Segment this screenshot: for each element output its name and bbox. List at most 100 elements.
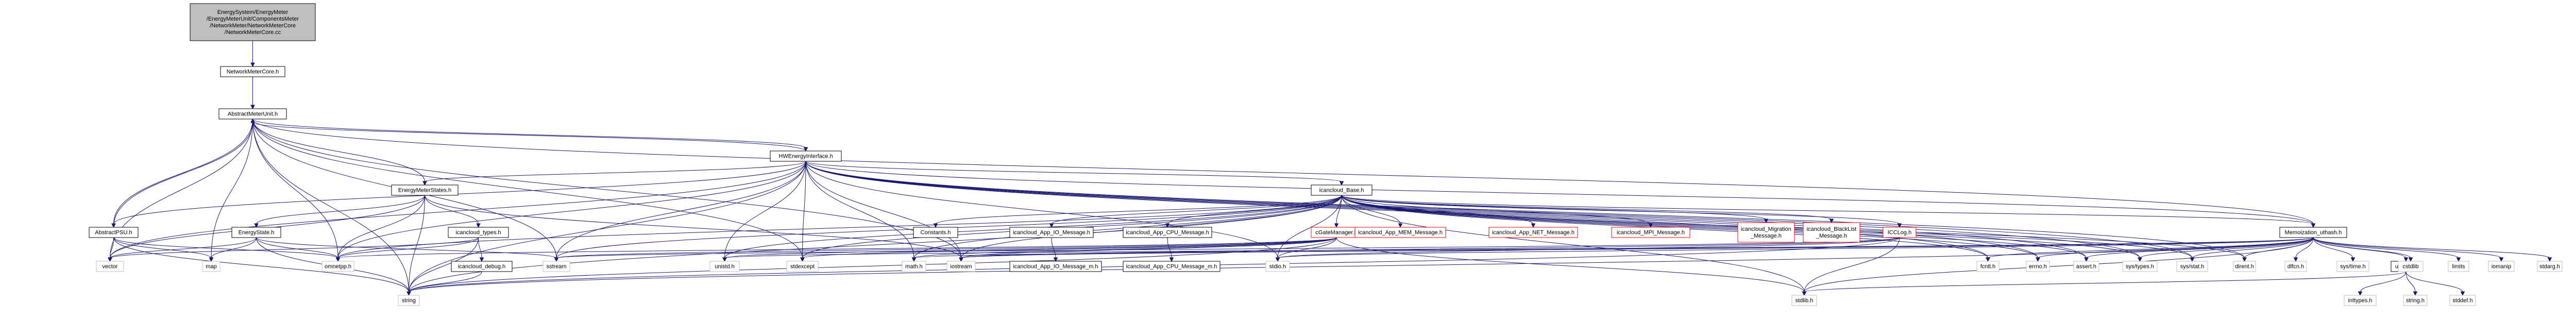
node-box	[1611, 227, 1690, 238]
node-errno[interactable]: errno.h	[2026, 261, 2050, 272]
node-box	[2537, 261, 2563, 272]
arrowhead	[335, 257, 341, 262]
arrowhead	[2460, 291, 2465, 296]
node-ems[interactable]: EnergyMeterStates.h	[391, 184, 459, 196]
node-blacklist[interactable]: icancloud_BlackList_Message.h	[1803, 222, 1860, 243]
node-box	[1488, 227, 1578, 238]
node-systime[interactable]: sys/time.h	[2336, 261, 2369, 272]
node-fcntl[interactable]: fcntl.h	[1976, 261, 1999, 272]
node-sstream[interactable]: sstream	[543, 261, 570, 272]
node-label: icancloud_MPI_Message.h	[1617, 230, 1685, 236]
node-label: Constants.h	[921, 230, 951, 236]
node-root[interactable]: EnergySystem/EnergyMeter/EnergyMeterUnit…	[190, 3, 316, 41]
arrowhead	[2242, 257, 2247, 262]
edge-ems-to-es	[254, 195, 425, 228]
edge-line	[805, 161, 2245, 259]
node-iostream[interactable]: iostream	[946, 261, 976, 272]
arrowhead	[2293, 257, 2298, 262]
node-stdexcept[interactable]: stdexcept	[786, 261, 819, 272]
node-ictypes[interactable]: icancloud_types.h	[448, 227, 509, 238]
node-cstdlib[interactable]: cstdlib	[2398, 261, 2424, 272]
node-mpimsg[interactable]: icancloud_MPI_Message.h	[1611, 227, 1690, 238]
node-icbase[interactable]: icancloud_Base.h	[1311, 184, 1372, 196]
node-dlfcn[interactable]: dlfcn.h	[2284, 261, 2307, 272]
node-unistd[interactable]: unistd.h	[709, 261, 740, 272]
node-migration[interactable]: icancloud_Migration_Message.h	[1737, 222, 1795, 243]
edge-line	[2313, 237, 2502, 259]
node-box	[218, 108, 287, 120]
arrowhead	[1764, 218, 1769, 224]
node-dirent[interactable]: dirent.h	[2233, 261, 2256, 272]
edge-ems-to-omnetpp	[335, 195, 425, 262]
node-stdarg[interactable]: stdarg.h	[2537, 261, 2563, 272]
node-stdlibh[interactable]: stdlib.h	[1791, 295, 1817, 306]
arrowhead	[911, 257, 917, 262]
edge-line	[2313, 237, 2459, 259]
node-label: EnergyState.h	[239, 230, 275, 236]
node-amu[interactable]: AbstractMeterUnit.h	[218, 108, 287, 120]
arrowhead	[2138, 257, 2142, 262]
arrowhead	[1339, 181, 1344, 186]
edge-root-to-netcore	[250, 41, 255, 68]
node-appnet[interactable]: icancloud_App_NET_Message.h	[1488, 227, 1578, 238]
node-string[interactable]: string	[398, 295, 420, 306]
node-vector[interactable]: vector	[96, 261, 124, 272]
node-es[interactable]: EnergyState.h	[231, 227, 281, 238]
arrowhead	[1897, 223, 1902, 228]
node-stdioh[interactable]: stdio.h	[1265, 261, 1290, 272]
node-cgate[interactable]: cGateManager.h	[1311, 227, 1362, 238]
node-map[interactable]: map	[202, 261, 221, 272]
node-label: assert.h	[2076, 264, 2096, 270]
node-limits[interactable]: limits	[2448, 261, 2469, 272]
node-inttypes[interactable]: inttypes.h	[2344, 295, 2377, 306]
node-stddef[interactable]: stddef.h	[2449, 295, 2476, 306]
node-label: errno.h	[2029, 264, 2047, 270]
node-omnetpp[interactable]: omnetpp.h	[321, 261, 354, 272]
edge-line	[110, 237, 114, 259]
node-icclog[interactable]: ICCLog.h	[1883, 227, 1917, 238]
node-stringh[interactable]: string.h	[2403, 295, 2428, 306]
edge-hwe-to-fcntl	[805, 161, 1990, 262]
node-netcore[interactable]: NetworkMeterCore.h	[220, 66, 285, 77]
node-sysstat[interactable]: sys/stat.h	[2176, 261, 2208, 272]
node-assert[interactable]: assert.h	[2073, 261, 2099, 272]
edge-ictypes-to-icdebug	[478, 237, 484, 262]
node-hwe[interactable]: HWEnergyInterface.h	[770, 150, 842, 162]
edge-line	[724, 237, 2314, 259]
edge-line	[478, 237, 482, 259]
edge-line	[935, 195, 1342, 225]
arrowhead	[422, 181, 427, 186]
node-appcpu_m[interactable]: icancloud_App_CPU_Message_m.h	[1123, 261, 1221, 272]
node-icdebug[interactable]: icancloud_debug.h	[451, 261, 513, 272]
node-box	[231, 227, 281, 238]
edge-line	[2140, 237, 2314, 259]
edge-cgate-to-stdexcept	[800, 237, 1337, 262]
arrowhead	[2413, 291, 2418, 296]
edge-hwe-to-stdioh	[805, 161, 1280, 262]
node-box	[321, 261, 354, 272]
node-appcpu[interactable]: icancloud_App_CPU_Message.h	[1123, 227, 1212, 238]
edge-amu-to-vector	[108, 119, 253, 262]
edge-line	[556, 161, 806, 259]
node-memo[interactable]: Memoization_uthash.h	[2279, 227, 2347, 238]
node-label: HWEnergyInterface.h	[778, 154, 833, 160]
node-constants[interactable]: Constants.h	[913, 227, 958, 238]
node-box	[2336, 261, 2369, 272]
node-systypes[interactable]: sys/types.h	[2122, 261, 2158, 272]
edge-line	[252, 119, 2314, 225]
node-appmem[interactable]: icancloud_App_MEM_Message.h	[1354, 227, 1446, 238]
node-box	[1265, 261, 1290, 272]
node-apsu[interactable]: AbstractPSU.h	[89, 227, 139, 238]
node-appio_m[interactable]: icancloud_App_IO_Message_m.h	[1009, 261, 1102, 272]
node-label: vector	[103, 264, 118, 270]
node-mathh[interactable]: math.h	[902, 261, 926, 272]
node-label: stdexcept	[790, 264, 815, 270]
arrowhead	[1165, 223, 1170, 228]
edge-apsu-to-map	[113, 237, 214, 262]
edge-es-to-map	[209, 237, 257, 262]
edge-line	[1167, 237, 1172, 259]
node-appio[interactable]: icancloud_App_IO_Message.h	[1009, 227, 1094, 238]
edge-line	[252, 119, 803, 259]
node-iomanip[interactable]: iomanip	[2488, 261, 2515, 272]
node-box	[398, 295, 420, 306]
